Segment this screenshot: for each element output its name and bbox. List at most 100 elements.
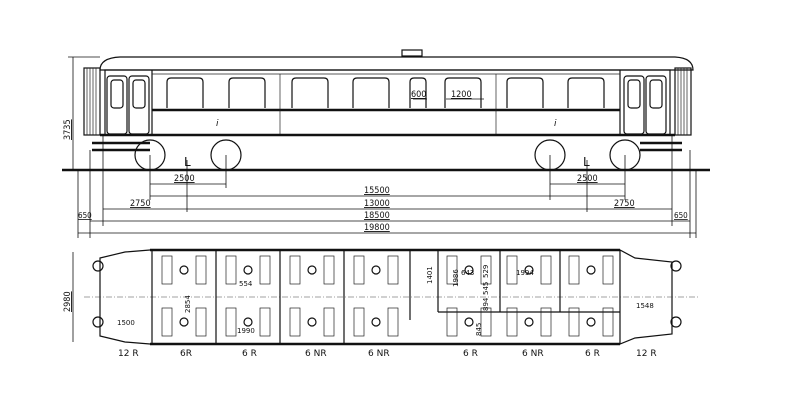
table-icon <box>243 317 253 327</box>
table-icon <box>179 265 189 275</box>
dim-2750-left: 2750 <box>130 199 151 209</box>
window <box>228 77 266 108</box>
inner-dim: 1500 <box>117 319 135 327</box>
seat <box>568 255 580 285</box>
seat <box>602 307 614 337</box>
seat <box>259 307 271 337</box>
inner-dim: 894 <box>482 297 490 311</box>
seat <box>480 255 492 285</box>
seat <box>353 255 365 285</box>
seat <box>387 255 399 285</box>
inner-dim: 643 <box>461 269 474 277</box>
seat <box>480 307 492 337</box>
table-icon <box>586 265 596 275</box>
height-dim-label: 3735 <box>63 119 73 140</box>
table-icon <box>179 317 189 327</box>
seat <box>446 307 458 337</box>
seating-label: 6 R <box>463 349 478 359</box>
inner-dim: 554 <box>239 280 253 288</box>
window-wide-label: 1200 <box>451 90 472 100</box>
table-icon <box>243 265 253 275</box>
seat <box>506 307 518 337</box>
seat <box>161 307 173 337</box>
dim-13000: 13000 <box>364 199 390 209</box>
window <box>166 77 204 108</box>
dim-650-right: 650 <box>674 211 688 220</box>
seat <box>195 307 207 337</box>
inner-dim: 2854 <box>184 295 192 313</box>
inner-dim: 1994 <box>516 269 534 277</box>
class-mark-left: i <box>216 119 219 129</box>
dim-19800: 19800 <box>364 223 390 233</box>
class-mark-right: i <box>554 119 557 129</box>
seats <box>161 255 614 337</box>
dim-2750-right: 2750 <box>614 199 635 209</box>
seating-label: 6R <box>180 349 192 359</box>
seat <box>323 255 335 285</box>
doors-left <box>106 75 150 135</box>
dim-15500: 15500 <box>364 186 390 196</box>
inner-dim: 1548 <box>636 302 654 310</box>
table-icon <box>371 317 381 327</box>
windows <box>166 77 605 108</box>
width-dim-label: 2980 <box>63 291 73 312</box>
table-icon <box>307 265 317 275</box>
window <box>409 77 427 108</box>
dim-2500-left: 2500 <box>174 174 195 184</box>
table-icon <box>371 265 381 275</box>
seat <box>540 255 552 285</box>
table-icon <box>307 317 317 327</box>
dim-2500-right: 2500 <box>577 174 598 184</box>
seating-label: 6 NR <box>522 349 544 359</box>
seating-label: 6 R <box>585 349 600 359</box>
table-icon <box>524 265 534 275</box>
seat <box>161 255 173 285</box>
seating-label: 12 R <box>636 349 657 359</box>
seat <box>225 255 237 285</box>
handwheels <box>92 260 682 328</box>
seat <box>289 255 301 285</box>
seat <box>323 307 335 337</box>
dim-18500: 18500 <box>364 211 390 221</box>
dim-650-left: 650 <box>78 211 92 220</box>
inner-dim: 845 <box>475 323 483 336</box>
seating-labels: 12 R 6R 6 R 6 NR 6 NR 6 R 6 NR 6 R 12 R <box>118 349 657 359</box>
window <box>352 77 390 108</box>
window-width-label: 600 <box>411 90 426 100</box>
wheels <box>134 139 641 171</box>
roof-vent <box>401 49 423 57</box>
table-icon <box>464 317 474 327</box>
seat <box>259 255 271 285</box>
seat <box>353 307 365 337</box>
seat <box>387 307 399 337</box>
car-body <box>104 69 671 136</box>
seat <box>195 255 207 285</box>
doors-right <box>623 75 667 135</box>
roof <box>99 56 694 71</box>
inner-dim: 1401 <box>426 266 434 284</box>
seating-label: 12 R <box>118 349 139 359</box>
window <box>444 77 482 108</box>
table-icon <box>464 265 474 275</box>
seating-label: 6 R <box>242 349 257 359</box>
table-icon <box>586 317 596 327</box>
plan-view: 2980 2854 554 1990 1500 1401 1986 643 52… <box>63 248 700 346</box>
seating-label: 6 NR <box>305 349 327 359</box>
seating-label: 6 NR <box>368 349 390 359</box>
table-icon <box>524 317 534 327</box>
window <box>291 77 329 108</box>
window <box>567 77 605 108</box>
bellows-left <box>83 67 101 136</box>
bogie-mark-right: L <box>583 155 590 169</box>
side-elevation: 600 1200 i i L L 3735 <box>62 49 710 172</box>
seat <box>506 255 518 285</box>
seat <box>446 255 458 285</box>
seat <box>568 307 580 337</box>
inner-dim: 545 <box>482 282 490 295</box>
seat <box>289 307 301 337</box>
seat <box>225 307 237 337</box>
bellows-right <box>674 67 692 136</box>
seat <box>540 307 552 337</box>
inner-dim: 1990 <box>237 327 255 335</box>
